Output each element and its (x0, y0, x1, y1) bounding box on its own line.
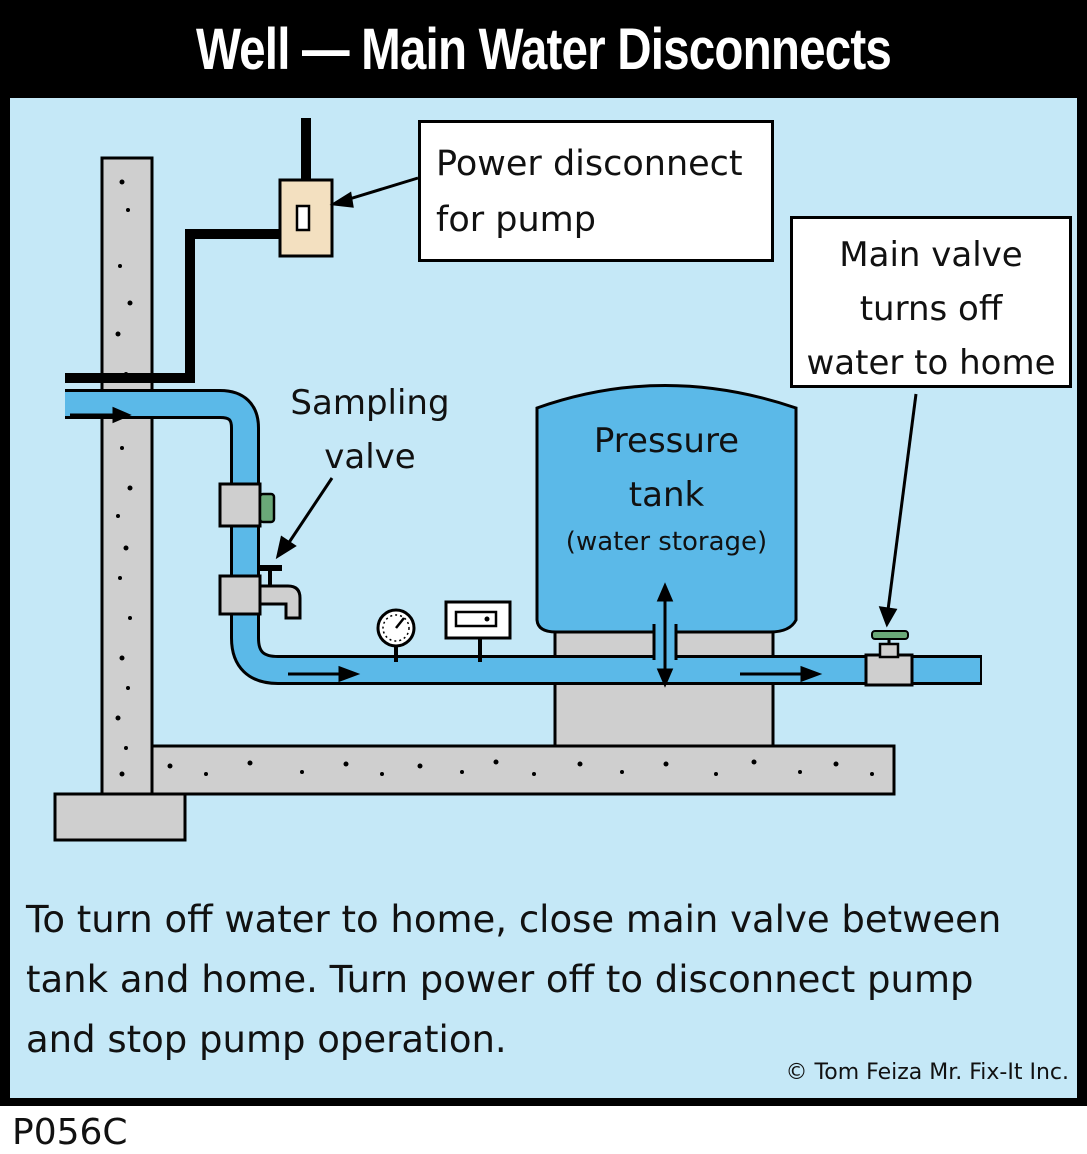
caption-line: tank and home. Turn power off to disconn… (26, 958, 974, 1001)
label-line: Sampling (290, 383, 450, 423)
concrete-texture (115, 179, 874, 777)
caption-line: and stop pump operation. (26, 1018, 507, 1061)
floor-slab (150, 744, 896, 796)
pipe-fitting (218, 574, 262, 616)
copyright-notice: © Tom Feiza Mr. Fix-It Inc. (785, 1060, 1069, 1085)
caption: To turn off water to home, close main va… (26, 890, 1066, 1070)
sampling-valve-icon (258, 565, 302, 620)
label-line: for pump (436, 200, 596, 240)
label-line: (water storage) (565, 527, 768, 557)
valve-handle-icon (258, 492, 276, 524)
flow-arrows (70, 406, 823, 683)
label-line: valve (324, 437, 416, 477)
callout-pointers (275, 176, 918, 628)
well-diagram (53, 118, 982, 842)
supply-pipe-water (65, 392, 980, 682)
pressure-tank-label: Pressure tank (water storage) (537, 414, 796, 562)
switch-toggle (295, 204, 311, 232)
main-valve-callout (790, 216, 1072, 388)
foundation-footing (53, 792, 187, 842)
page-title: Well — Main Water Disconnects (195, 16, 892, 82)
label-line: turns off (859, 289, 1003, 329)
label-line: Power disconnect (436, 144, 743, 184)
supply-pipe (65, 389, 982, 685)
two-way-flow-arrow (656, 582, 674, 688)
caption-line: To turn off water to home, close main va… (26, 898, 1002, 941)
pressure-gauge-icon (376, 608, 416, 662)
power-disconnect-callout (418, 120, 774, 262)
label-line: tank (628, 475, 705, 515)
pump-power-conduit (65, 229, 280, 383)
foundation-wall (100, 156, 154, 796)
label-line: Main valve (839, 235, 1023, 275)
main-valve-icon (864, 630, 914, 687)
power-disconnect-label: Power disconnect for pump (422, 136, 786, 248)
pressure-switch-icon (444, 600, 512, 662)
label-line: Pressure (593, 421, 740, 461)
illustration-panel: Power disconnect for pump Main valve tur… (10, 98, 1077, 1098)
main-valve-label: Main valve turns off water to home (790, 228, 1072, 390)
pressure-tank (535, 384, 798, 634)
figure-code: P056C (12, 1112, 128, 1153)
pipe-fitting (218, 482, 262, 528)
sampling-valve-label: Sampling valve (260, 376, 480, 484)
label-line: water to home (806, 343, 1056, 383)
